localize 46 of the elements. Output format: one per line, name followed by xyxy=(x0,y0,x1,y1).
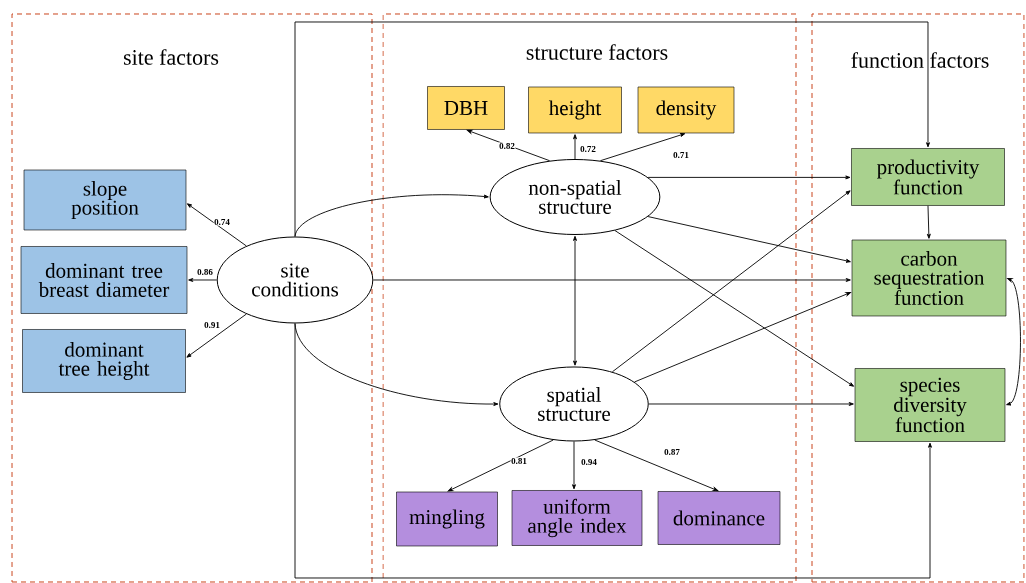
arrow xyxy=(372,278,851,282)
arrow xyxy=(294,194,489,237)
variable-box: DBH xyxy=(427,86,505,130)
variable-box: productivity function xyxy=(851,148,1005,206)
variable-box: carbon sequestration function xyxy=(851,239,1007,317)
edge-label: 0.91 xyxy=(203,321,221,329)
edge-label: 0.94 xyxy=(580,458,598,466)
region-heading: site factors xyxy=(123,49,219,65)
edge-label: 0.72 xyxy=(579,145,597,153)
edge-label: 0.82 xyxy=(498,142,516,150)
arrow xyxy=(186,313,247,358)
variable-box: uniform angle index xyxy=(511,490,643,546)
arrow xyxy=(634,292,851,383)
arrow xyxy=(926,205,931,239)
arrow xyxy=(594,439,719,492)
arrow xyxy=(294,21,930,237)
region-heading: function factors xyxy=(851,52,989,68)
variable-box: height xyxy=(528,86,622,134)
edge-label: 0.86 xyxy=(196,268,214,276)
variable-box: species diversity function xyxy=(854,368,1006,442)
arrow xyxy=(447,439,554,492)
arrow xyxy=(611,190,851,373)
edge-label: 0.74 xyxy=(213,218,231,226)
arrow xyxy=(573,134,577,160)
variable-box: dominance xyxy=(657,491,781,545)
edge-label: 0.71 xyxy=(672,151,690,159)
variable-box: dominant tree height xyxy=(22,329,186,393)
variable-box: density xyxy=(637,86,735,134)
arrow xyxy=(648,402,854,406)
variable-box: dominant tree breast diameter xyxy=(20,246,188,314)
arrow xyxy=(599,133,686,162)
arrow xyxy=(1006,278,1021,406)
arrow xyxy=(188,278,218,282)
arrow xyxy=(647,175,851,180)
arrow xyxy=(294,323,932,579)
arrow xyxy=(647,216,851,263)
arrow xyxy=(614,230,855,387)
arrow xyxy=(573,235,577,366)
arrow xyxy=(466,129,551,162)
edge-label: 0.81 xyxy=(510,457,528,465)
arrow xyxy=(572,441,576,490)
variable-box: slope position xyxy=(23,169,187,231)
variable-box: mingling xyxy=(396,491,498,547)
arrow xyxy=(186,203,247,247)
edge-label: 0.87 xyxy=(663,448,681,456)
region-heading: structure factors xyxy=(526,44,668,60)
